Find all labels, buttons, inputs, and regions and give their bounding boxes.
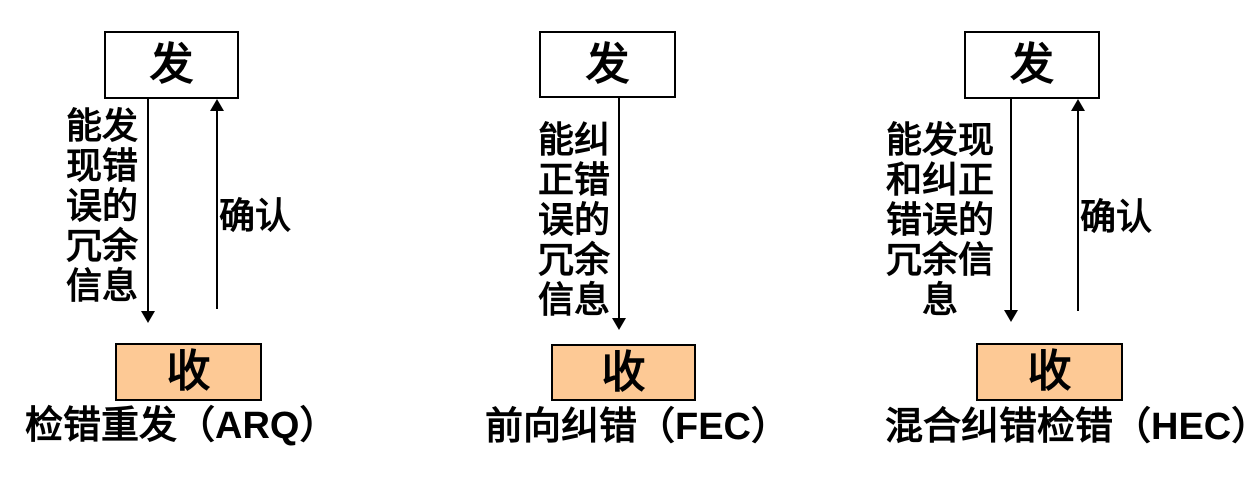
diagram-caption: 检错重发（ARQ） (25, 405, 338, 447)
sender-box: 发 (539, 31, 676, 98)
down-arrowhead-icon (1004, 310, 1018, 322)
ack-label: 确认 (1080, 196, 1153, 237)
down-arrowhead-icon (141, 311, 155, 323)
ack-arrow-line (1077, 110, 1079, 311)
up-arrowhead-icon (210, 99, 224, 111)
receiver-box: 收 (551, 344, 696, 401)
sender-label: 发 (585, 39, 630, 89)
channel-label: 能发 现错 误的 冗余 信息 (65, 105, 138, 306)
receiver-label: 收 (166, 347, 211, 396)
diagram-caption: 前向纠错（FEC） (485, 406, 790, 448)
sender-box: 发 (104, 31, 239, 99)
ack-label: 确认 (219, 195, 292, 236)
down-arrowhead-icon (612, 318, 626, 330)
sender-label: 发 (1010, 40, 1054, 89)
ack-arrow-line (216, 110, 218, 309)
sender-label: 发 (149, 40, 194, 89)
receiver-box: 收 (115, 343, 262, 401)
diagram-caption: 混合纠错检错（HEC） (885, 406, 1249, 448)
receiver-box: 收 (976, 343, 1123, 401)
channel-label: 能纠 正错 误的 冗余 信息 (537, 119, 610, 320)
up-arrowhead-icon (1071, 99, 1085, 111)
diagram-fec: 发 能纠 正错 误的 冗余 信息 收 前向纠错（FEC） (420, 0, 830, 479)
down-arrow-line (618, 97, 620, 319)
diagram-arq: 发 能发 现错 误的 冗余 信息 确认 收 检错重发（ARQ） (0, 0, 420, 479)
down-arrow-line (1010, 98, 1012, 311)
diagram-hec: 发 能发现 和纠正 错误的 冗余信 息 确认 收 混合纠错检错（HEC） (830, 0, 1249, 479)
receiver-label: 收 (601, 347, 646, 397)
receiver-label: 收 (1027, 347, 1072, 396)
sender-box: 发 (964, 31, 1100, 99)
channel-label: 能发现 和纠正 错误的 冗余信 息 (885, 119, 994, 320)
down-arrow-line (147, 98, 149, 312)
